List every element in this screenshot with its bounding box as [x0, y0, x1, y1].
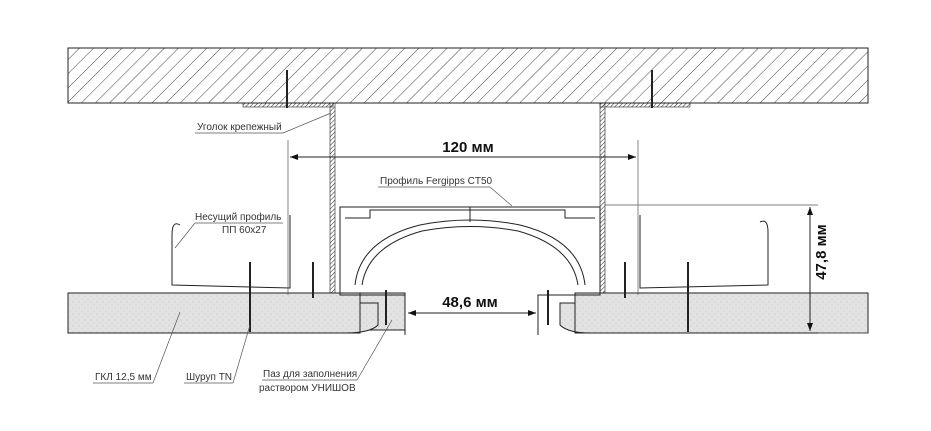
label-angle-bracket: Уголок крепежный — [197, 122, 282, 133]
dimension-height-label: 47,8 мм — [813, 224, 830, 280]
dimension-gap: 48,6 мм — [408, 294, 536, 316]
label-profile-ct50: Профиль Fergipps CT50 — [380, 175, 493, 187]
label-bearing-profile: Несущий профиль — [195, 211, 281, 223]
label-bearing-profile-size: ПП 60x27 — [222, 225, 267, 236]
bearing-profile-left — [171, 215, 291, 289]
dimension-width-label: 120 мм — [442, 139, 493, 156]
dimension-width: 120 мм — [287, 139, 639, 295]
angle-bracket-right — [599, 70, 691, 299]
ceiling-slab — [67, 47, 869, 104]
gkl-board-right — [574, 292, 869, 334]
label-groove-mortar: раствором УНИШОВ — [259, 383, 356, 394]
label-gkl: ГКЛ 12,5 мм — [95, 372, 152, 383]
label-groove: Паз для заполнения — [263, 369, 357, 380]
label-screw: Шуруп TN — [186, 372, 232, 383]
bearing-profile-right — [639, 215, 769, 289]
angle-bracket-left — [242, 70, 336, 299]
dimension-gap-label: 48,6 мм — [442, 294, 498, 311]
profile-ct50 — [339, 206, 601, 335]
screw-icon — [249, 262, 689, 332]
dimension-height: 47,8 мм — [605, 204, 868, 334]
